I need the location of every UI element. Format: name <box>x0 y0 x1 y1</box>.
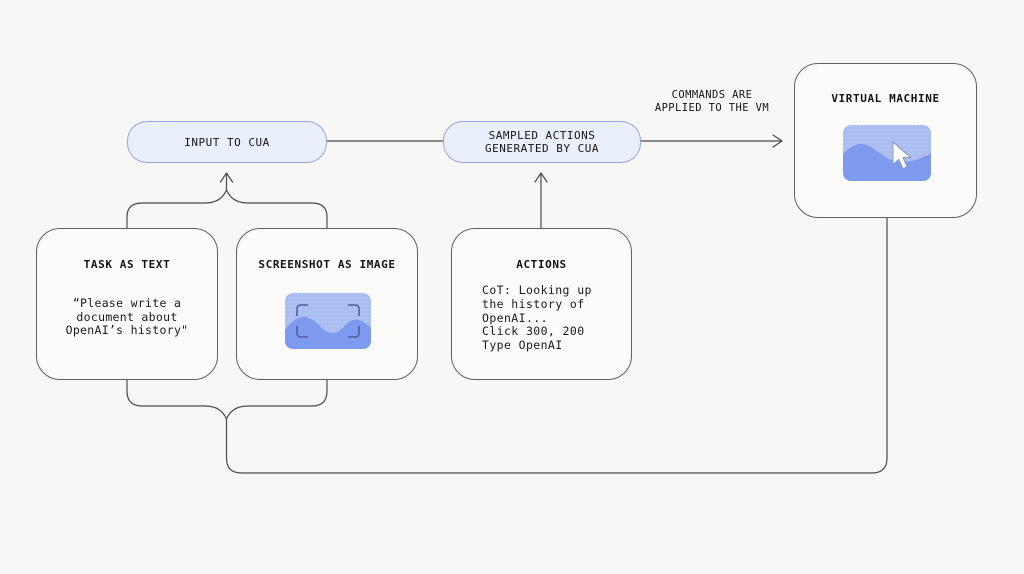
node-sampled-actions: SAMPLED ACTIONS GENERATED BY CUA <box>443 121 641 163</box>
image-with-crop-brackets-icon <box>285 293 371 349</box>
node-actions: ACTIONS CoT: Looking up the history of O… <box>451 228 632 380</box>
arrowhead-up-icon <box>219 172 234 183</box>
node-input-to-cua-label: INPUT TO CUA <box>184 135 270 149</box>
task-as-text-title: TASK AS TEXT <box>83 258 171 271</box>
node-sampled-actions-label: SAMPLED ACTIONS GENERATED BY CUA <box>485 129 599 155</box>
image-with-mouse-cursor-icon <box>843 125 931 181</box>
bottom-brace-left <box>126 377 228 420</box>
bottom-brace-right <box>225 377 328 420</box>
node-virtual-machine: VIRTUAL MACHINE <box>794 63 977 218</box>
actions-title: ACTIONS <box>516 258 567 271</box>
screenshot-as-image-title: SCREENSHOT AS IMAGE <box>258 258 396 271</box>
top-brace-left <box>126 189 228 229</box>
arrowhead-up-icon <box>534 172 548 183</box>
mouse-cursor-icon <box>892 140 912 170</box>
node-task-as-text: TASK AS TEXT “Please write a document ab… <box>36 228 218 380</box>
node-input-to-cua: INPUT TO CUA <box>127 121 327 163</box>
virtual-machine-title: VIRTUAL MACHINE <box>831 92 940 105</box>
task-quote-text: “Please write a document about OpenAI’s … <box>65 296 189 337</box>
top-brace-right <box>225 189 328 229</box>
node-screenshot-as-image: SCREENSHOT AS IMAGE <box>236 228 418 380</box>
actions-cot-text: CoT: Looking up the history of OpenAI...… <box>482 283 592 353</box>
commands-applied-label: COMMANDS ARE APPLIED TO THE VM <box>654 89 770 114</box>
arrowhead-right-icon <box>772 134 783 148</box>
